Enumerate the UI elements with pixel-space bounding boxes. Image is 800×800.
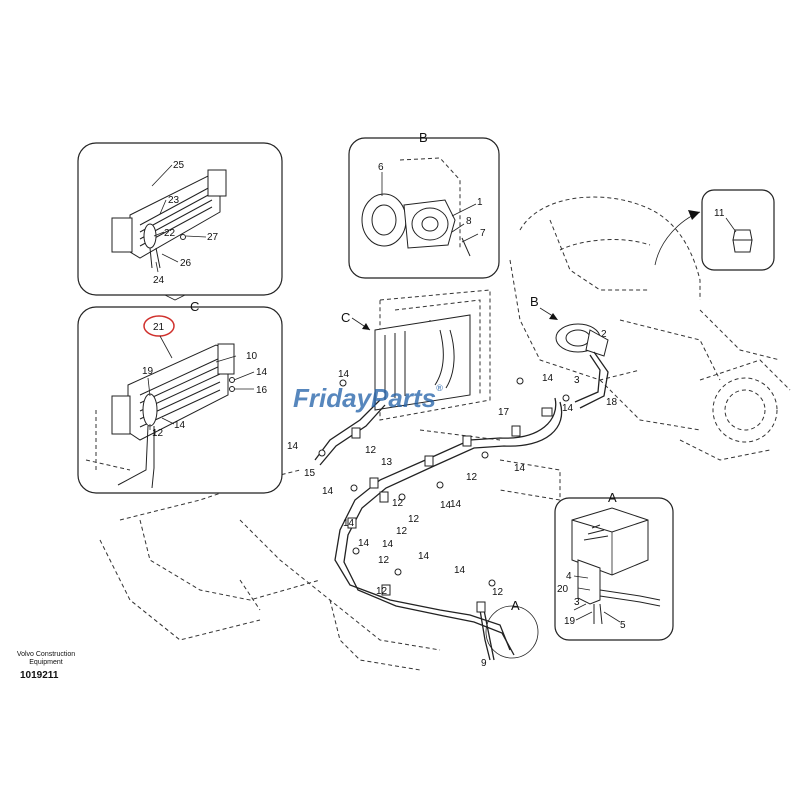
callout-label: 12 [365, 445, 377, 456]
callout-label: 14 [174, 420, 186, 431]
callout-label: 3 [574, 375, 580, 386]
callout-label: 3 [574, 597, 580, 608]
callout-label: 12 [378, 555, 390, 566]
callout-label: 14 [418, 551, 430, 562]
ac-compressor [555, 323, 609, 357]
callout-label: 12 [376, 586, 388, 597]
view-label-a-main: A [511, 598, 520, 613]
callout-label: 14 [514, 463, 526, 474]
callout-label: 19 [142, 366, 154, 377]
callout-label: 12 [396, 526, 408, 537]
detail-top-left-callouts: 25 23 22 27 26 24 [153, 160, 219, 286]
detail-panel-11 [701, 189, 775, 271]
detail-panel-a [554, 497, 674, 641]
view-circle-a [485, 605, 539, 659]
view-labels: B C C B A A [190, 130, 617, 613]
callout-label: 14 [440, 500, 452, 511]
callout-label: 14 [287, 441, 299, 452]
callout-label: 9 [481, 658, 487, 669]
callout-label: 14 [562, 403, 574, 414]
view-label-b-detail: B [419, 130, 428, 145]
callout-label: 14 [542, 373, 554, 384]
detail-11-callouts: 11 [714, 208, 725, 219]
view-arrow-b [539, 307, 558, 320]
callout-label: 24 [153, 275, 165, 286]
callout-label: 14 [382, 539, 394, 550]
detail-b-callouts: 6 1 8 7 [378, 162, 486, 239]
callout-label: 19 [564, 616, 576, 627]
footer-maker-line1: Volvo Construction [16, 651, 76, 658]
callout-label: 12 [392, 498, 404, 509]
callout-label: 13 [381, 457, 393, 468]
callout-label: 15 [304, 468, 316, 479]
detail-a-callouts: 4 20 3 19 5 [557, 571, 626, 631]
callout-label: 20 [557, 584, 569, 595]
view-label-a-detail: A [608, 490, 617, 505]
callout-label: 14 [358, 538, 370, 549]
callout-label: 12 [152, 428, 164, 439]
drawing-number: 1019211 [20, 670, 59, 681]
callout-label: 7 [480, 228, 486, 239]
callout-label: 11 [714, 208, 725, 219]
callout-label: 27 [207, 232, 219, 243]
view-label-c-main: C [341, 310, 350, 325]
main-callouts: 14 12 14 15 13 12 17 14 14 12 14 14 12 1… [287, 329, 618, 669]
callout-label: 23 [168, 195, 180, 206]
callout-label: 18 [606, 397, 618, 408]
detail-panel-top-left [77, 142, 283, 301]
callout-label: 4 [566, 571, 572, 582]
callout-label: 25 [173, 160, 185, 171]
detail-panel-c [77, 306, 283, 494]
callout-label: 22 [164, 228, 176, 239]
detail-c-callouts: 21 10 14 16 19 12 14 [142, 322, 268, 439]
callout-label: 14 [450, 499, 462, 510]
callout-label: 12 [466, 472, 478, 483]
callout-label: 14 [454, 565, 466, 576]
watermark: FridayParts® [293, 383, 443, 414]
callout-label: 10 [246, 351, 258, 362]
watermark-text-part2: Parts [371, 383, 437, 413]
watermark-registered-mark: ® [436, 383, 443, 393]
callout-label: 12 [408, 514, 420, 525]
condenser-main [374, 314, 471, 411]
footer-maker: Volvo Construction Equipment [8, 651, 84, 667]
hose-clips [347, 407, 553, 613]
callout-label: 16 [256, 385, 268, 396]
view-label-c-detail: C [190, 299, 199, 314]
watermark-text-part1: Friday [293, 383, 372, 413]
highlight-circle-21 [143, 315, 175, 337]
callout-label: 14 [343, 518, 355, 529]
callout-label: 6 [378, 162, 384, 173]
callout-label: 17 [498, 407, 510, 418]
callout-label: 21 [153, 322, 165, 333]
bolts [318, 377, 570, 587]
callout-label: 14 [338, 369, 350, 380]
callout-label: 8 [466, 216, 472, 227]
callout-label: 14 [322, 486, 334, 497]
view-arrow-11 [654, 210, 701, 266]
view-label-b-main: B [530, 294, 539, 309]
callout-label: 1 [477, 197, 483, 208]
callout-label: 5 [620, 620, 626, 631]
engine-outline [509, 196, 791, 461]
view-arrow-c [351, 317, 371, 331]
detail-panel-b [348, 137, 500, 279]
callout-label: 26 [180, 258, 192, 269]
callout-label: 12 [492, 587, 504, 598]
callout-label: 2 [601, 329, 607, 340]
footer-maker-line2: Equipment [29, 659, 63, 666]
callout-label: 14 [256, 367, 268, 378]
